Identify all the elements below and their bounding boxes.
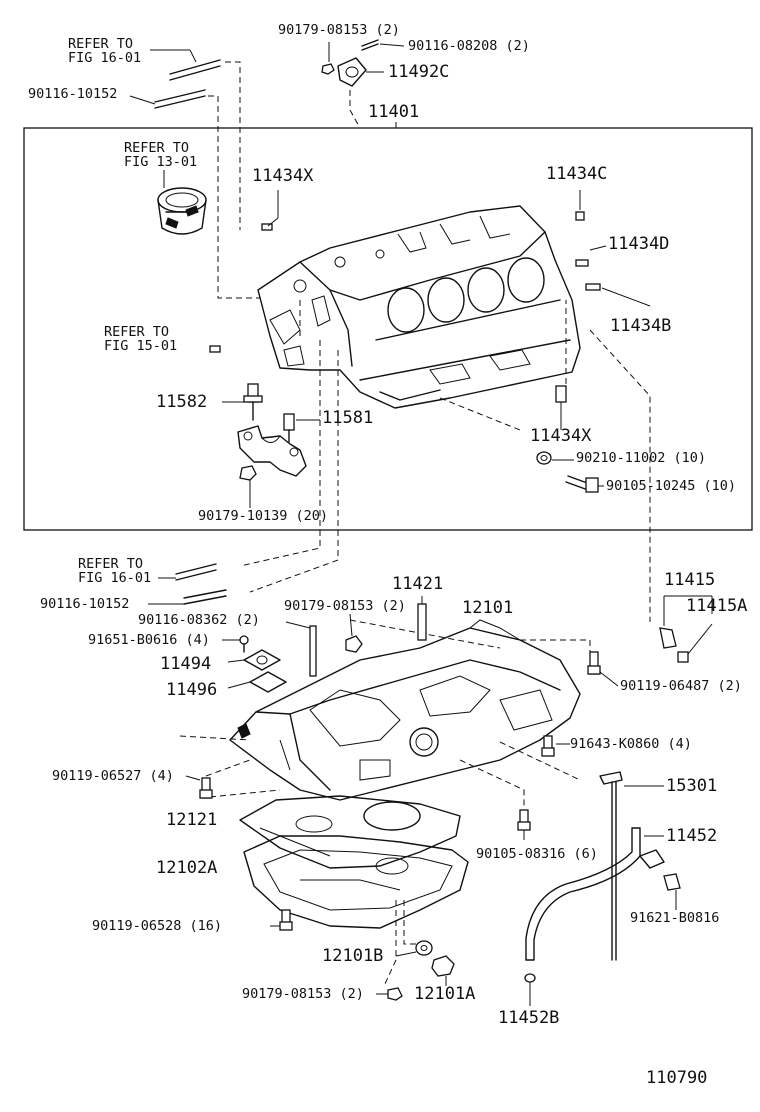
label-90179-08153-mid: 90179-08153 (2) xyxy=(284,598,406,614)
label-90116-10152-mid: 90116-10152 xyxy=(40,596,130,612)
bolt-90105-10245 xyxy=(565,475,604,493)
cylinder-block xyxy=(257,205,581,409)
label-90116-10152-top: 90116-10152 xyxy=(28,86,118,102)
label-refer-fig-16-01-mid-a: REFER TO xyxy=(78,556,144,572)
oil-pan-lower-12102a xyxy=(243,835,469,929)
cylinder-block-group-frame xyxy=(23,127,753,531)
washer-90210-11002 xyxy=(536,451,574,465)
o-ring-11452b xyxy=(524,973,536,1006)
gasket-11492c xyxy=(337,57,384,87)
bolt-90119-06527 xyxy=(185,775,213,799)
label-11434x-top: 11434X xyxy=(252,166,314,186)
label-refer-fig-16-01-top-b: FIG 16-01 xyxy=(68,50,142,66)
label-11421: 11421 xyxy=(392,574,444,594)
oil-level-sensor-11415 xyxy=(659,595,713,663)
nut-top xyxy=(321,42,335,75)
label-11401: 11401 xyxy=(368,102,420,122)
bolt-11582 xyxy=(222,383,263,421)
label-11494: 11494 xyxy=(160,654,212,674)
label-11581: 11581 xyxy=(322,408,374,428)
label-11434d: 11434D xyxy=(608,234,670,254)
label-90179-08153-top: 90179-08153 (2) xyxy=(278,22,400,38)
piston-reference xyxy=(157,170,207,235)
stud-bolt-mid-lower xyxy=(148,589,227,605)
stud-bolt-top-lower xyxy=(129,89,206,109)
label-90119-06487: 90119-06487 (2) xyxy=(620,678,742,694)
label-12101: 12101 xyxy=(462,598,514,618)
stud-bolt-mid-upper xyxy=(158,563,217,581)
label-12121: 12121 xyxy=(166,810,218,830)
label-11434x-mid: 11434X xyxy=(530,426,592,446)
dowel-11434x-upper xyxy=(261,190,279,231)
label-90179-08153-bottom: 90179-08153 (2) xyxy=(242,986,364,1002)
bolt-90119-06487 xyxy=(587,651,619,687)
label-90105-08316: 90105-08316 (6) xyxy=(476,846,598,862)
plug-12101a xyxy=(431,955,455,986)
label-refer-fig-16-01-top-a: REFER TO xyxy=(68,36,134,52)
dowel-11434x-lower xyxy=(555,385,567,430)
label-11452: 11452 xyxy=(666,826,718,846)
nut-90179-08153-mid xyxy=(345,613,363,653)
dipstick-15301 xyxy=(599,771,664,961)
label-11434b: 11434B xyxy=(610,316,672,336)
bolt-91651-b0616 xyxy=(222,635,249,653)
label-11415: 11415 xyxy=(664,570,716,590)
label-90210-11002: 90210-11002 (10) xyxy=(576,450,707,466)
label-90116-08208: 90116-08208 (2) xyxy=(408,38,530,54)
stud-11421 xyxy=(417,596,427,641)
bolt-91643-k0860 xyxy=(541,735,570,757)
stud-90116-08362 xyxy=(285,621,317,677)
label-91651-b0616: 91651-B0616 (4) xyxy=(88,632,210,648)
dipstick-guide-11452 xyxy=(525,827,665,961)
main-bearing-cap xyxy=(237,425,307,477)
label-90119-06527: 90119-06527 (4) xyxy=(52,768,174,784)
label-11496: 11496 xyxy=(166,680,218,700)
label-11415a: 11415A xyxy=(686,596,748,616)
dowel-11434c xyxy=(575,190,585,221)
label-91643-k0860: 91643-K0860 (4) xyxy=(570,736,692,752)
dowel-refer-15-01 xyxy=(209,345,221,353)
label-refer-fig-13-01-b: FIG 13-01 xyxy=(124,154,198,170)
label-12102a: 12102A xyxy=(156,858,218,878)
bolt-90119-06528 xyxy=(270,909,293,931)
dowel-11434b xyxy=(585,283,651,307)
nut-90179-08153-bottom xyxy=(376,987,403,1001)
label-90119-06528: 90119-06528 (16) xyxy=(92,918,223,934)
bolt-11581 xyxy=(283,413,320,443)
diagram-id: 110790 xyxy=(646,1068,708,1088)
label-refer-fig-13-01-a: REFER TO xyxy=(124,140,190,156)
label-refer-fig-16-01-mid-b: FIG 16-01 xyxy=(78,570,152,586)
plate-11494 xyxy=(227,649,281,671)
label-11434c: 11434C xyxy=(546,164,608,184)
label-11492c: 11492C xyxy=(388,62,450,82)
oil-pan-upper-12101 xyxy=(229,619,581,801)
washer-90179-10139 xyxy=(239,465,257,508)
label-11582: 11582 xyxy=(156,392,208,412)
gasket-12121 xyxy=(239,795,461,869)
bolt-91621-b0816 xyxy=(663,873,681,910)
label-90105-10245: 90105-10245 (10) xyxy=(606,478,737,494)
label-refer-fig-15-01-a: REFER TO xyxy=(104,324,170,340)
label-90116-08362: 90116-08362 (2) xyxy=(138,612,260,628)
bolt-90116-08208 xyxy=(361,39,405,51)
label-12101a: 12101A xyxy=(414,984,476,1004)
label-91621-b0816: 91621-B0816 xyxy=(630,910,720,926)
gasket-12101b xyxy=(395,940,433,957)
stud-bolt-top-upper xyxy=(150,49,221,81)
label-refer-fig-15-01-b: FIG 15-01 xyxy=(104,338,178,354)
label-15301: 15301 xyxy=(666,776,718,796)
gasket-11496 xyxy=(227,671,287,693)
dowel-11434d xyxy=(575,245,607,267)
label-12101b: 12101B xyxy=(322,946,384,966)
label-11452b: 11452B xyxy=(498,1008,560,1028)
bolt-90105-08316 xyxy=(517,809,531,840)
label-90179-10139: 90179-10139 (20) xyxy=(198,508,329,524)
